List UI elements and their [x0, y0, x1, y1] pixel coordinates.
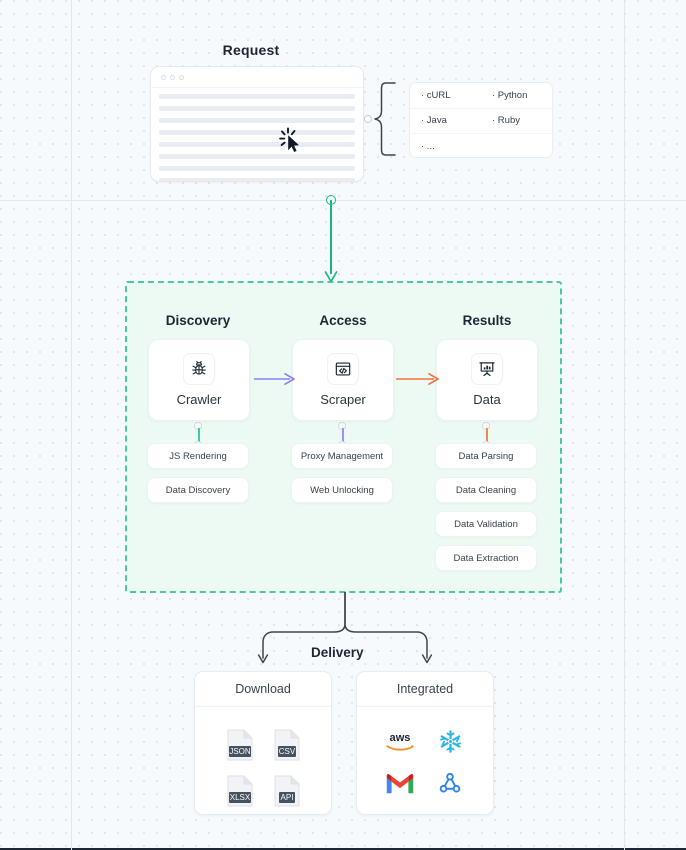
skeleton-line [159, 130, 355, 135]
chip-web-unlocking[interactable]: Web Unlocking [291, 477, 393, 503]
code-window-icon [327, 353, 359, 385]
column-title-discovery: Discovery [165, 313, 231, 328]
brace-joint-dot [364, 115, 372, 123]
request-title: Request [222, 42, 280, 58]
bug-icon [183, 353, 215, 385]
skeleton-line [159, 142, 355, 147]
language-cell: · Ruby [492, 115, 520, 127]
language-row: · ... [410, 134, 552, 157]
skeleton-line [159, 166, 355, 171]
presentation-chart-icon [471, 353, 503, 385]
delivery-card-download: Download JSON CSV [194, 671, 332, 815]
language-cell: · Java [421, 115, 447, 127]
browser-content-skeleton [151, 88, 363, 181]
guide-line-horizontal [0, 200, 686, 201]
gmail-logo-icon[interactable] [383, 769, 417, 797]
language-row: · cURL · Python [410, 83, 552, 109]
connector-line-access [341, 428, 344, 444]
crawler-to-scraper-arrow [254, 372, 297, 386]
traffic-light-icon [170, 74, 175, 80]
chip-proxy-management[interactable]: Proxy Management [291, 443, 393, 469]
traffic-light-icon [179, 74, 184, 80]
guide-line-vertical-left [71, 0, 72, 850]
chip-js-rendering[interactable]: JS Rendering [147, 443, 249, 469]
svg-text:aws: aws [390, 732, 411, 744]
language-row: · Java · Ruby [410, 109, 552, 135]
column-title-access: Access [319, 313, 367, 328]
language-cell: · cURL [421, 89, 451, 101]
delivery-card-integrated: Integrated aws [356, 671, 494, 815]
chip-data-extraction[interactable]: Data Extraction [435, 545, 537, 571]
browser-titlebar [151, 67, 363, 88]
connector-line-results [485, 428, 488, 444]
card-scraper[interactable]: Scraper [292, 339, 394, 421]
file-xlsx-icon[interactable]: XLSX [227, 775, 253, 807]
aws-logo-icon[interactable]: aws [383, 727, 417, 755]
chip-data-parsing[interactable]: Data Parsing [435, 443, 537, 469]
language-cell: · ... [421, 140, 435, 152]
click-cursor-icon [277, 126, 305, 154]
language-cell: · Python [492, 89, 528, 101]
card-label: Scraper [320, 392, 366, 407]
file-csv-icon[interactable]: CSV [274, 729, 300, 761]
chip-data-validation[interactable]: Data Validation [435, 511, 537, 537]
snowflake-logo-icon[interactable] [433, 727, 467, 755]
svg-text:API: API [280, 793, 293, 802]
card-label: Crawler [176, 392, 222, 407]
file-api-icon[interactable]: API [274, 775, 300, 807]
skeleton-line [159, 154, 355, 159]
request-to-pipeline-line [330, 200, 332, 274]
chip-data-cleaning[interactable]: Data Cleaning [435, 477, 537, 503]
svg-text:JSON: JSON [229, 747, 251, 756]
card-data[interactable]: Data [436, 339, 538, 421]
svg-text:CSV: CSV [278, 747, 295, 756]
skeleton-line [159, 178, 355, 181]
svg-text:XLSX: XLSX [229, 793, 250, 802]
webhook-logo-icon[interactable] [433, 769, 467, 797]
delivery-card-title: Integrated [357, 672, 493, 707]
download-format-grid: JSON CSV XLSX [195, 707, 331, 814]
traffic-light-icon [161, 74, 166, 80]
scraper-to-data-arrow [396, 372, 441, 386]
browser-window-mock [150, 66, 364, 182]
skeleton-line [159, 94, 355, 99]
curly-brace-icon [374, 82, 396, 156]
connector-line-discovery [197, 428, 200, 444]
integration-logo-grid: aws [357, 707, 493, 814]
delivery-card-title: Download [195, 672, 331, 707]
languages-box: · cURL · Python · Java · Ruby · ... [409, 82, 553, 158]
guide-line-vertical-right [624, 0, 625, 850]
column-title-results: Results [462, 313, 512, 328]
skeleton-line [159, 118, 355, 123]
card-crawler[interactable]: Crawler [148, 339, 250, 421]
delivery-connector [255, 591, 435, 674]
delivery-title: Delivery [311, 645, 364, 660]
file-json-icon[interactable]: JSON [227, 729, 253, 761]
card-label: Data [473, 392, 501, 407]
chip-data-discovery[interactable]: Data Discovery [147, 477, 249, 503]
skeleton-line [159, 106, 355, 111]
